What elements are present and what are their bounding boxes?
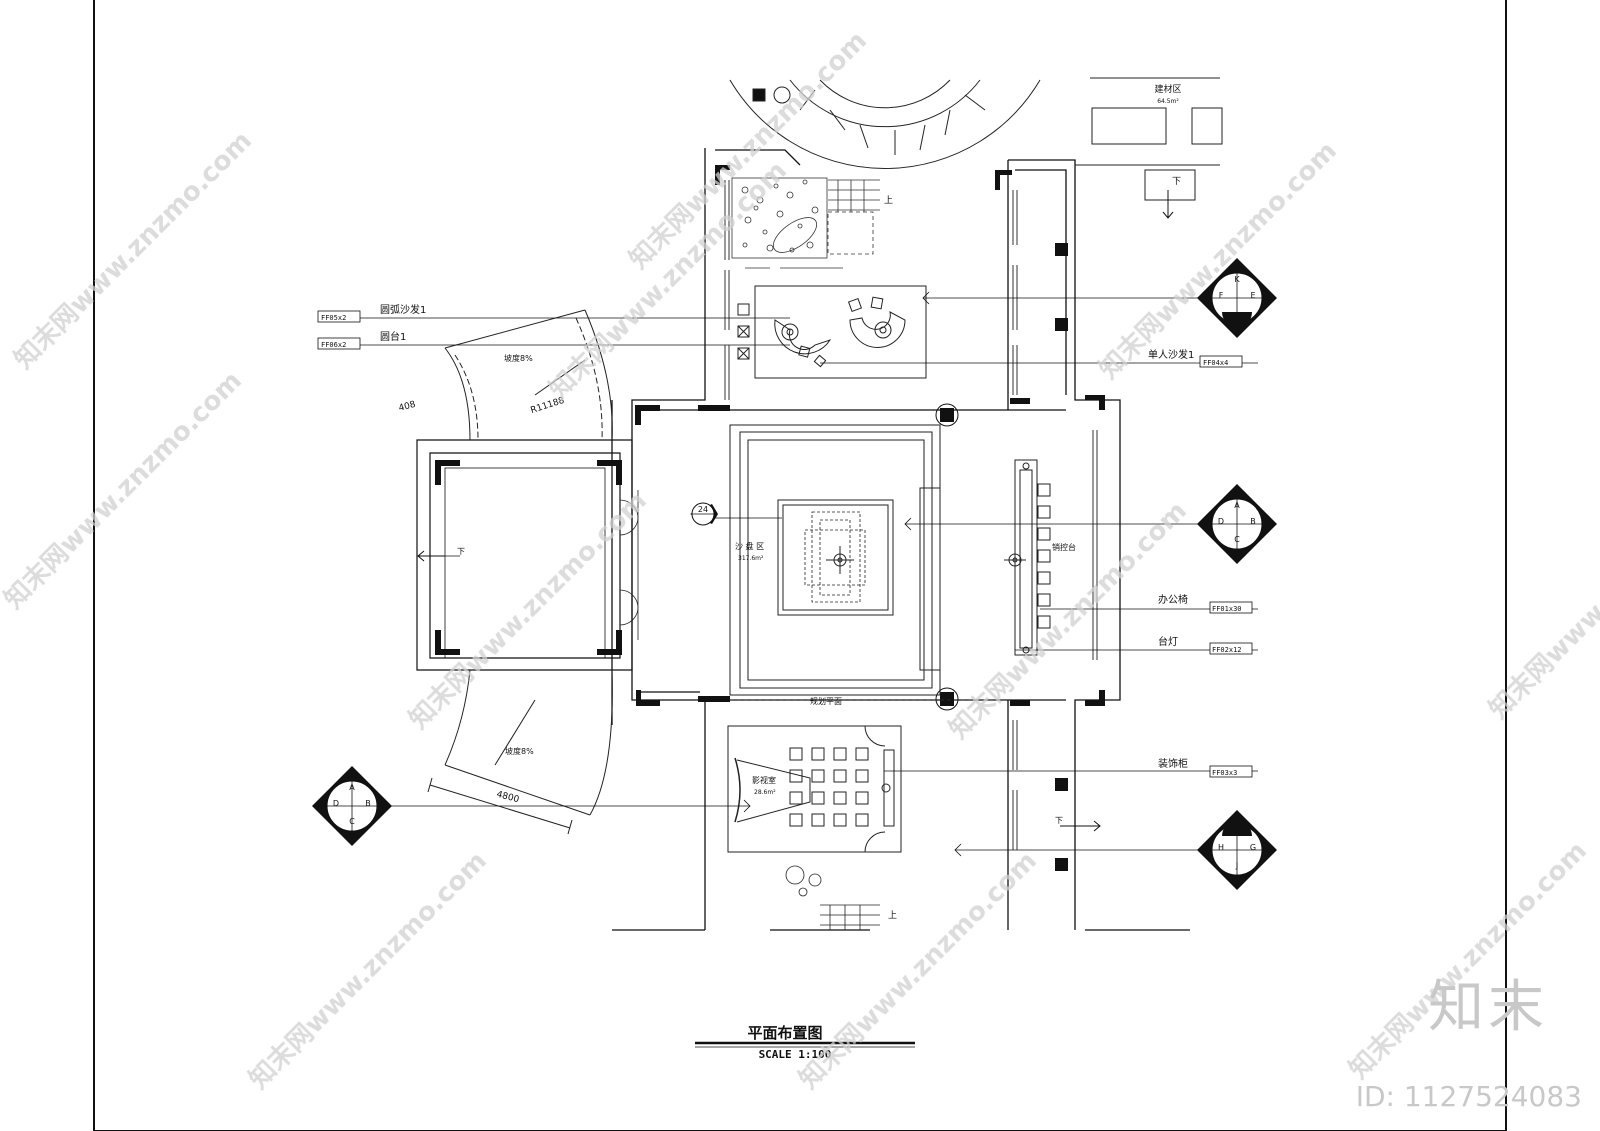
lower-stair xyxy=(785,865,880,930)
dimension-width: 4800 xyxy=(495,790,520,806)
control-desk-label: 销控台 xyxy=(1052,542,1076,552)
elevation-marker-right-top xyxy=(1197,258,1277,338)
elev-rm-a: A xyxy=(1234,501,1240,510)
sand-table-name: 沙 盘 区 xyxy=(735,541,764,551)
elev-left-a: A xyxy=(349,783,355,792)
control-desk xyxy=(1004,459,1051,656)
label-box-lamp xyxy=(1209,642,1253,655)
materials-area-size: 64.5m² xyxy=(1157,98,1179,105)
wall-columns xyxy=(635,165,1105,871)
watermark-3: 知末网www.znzmo.com xyxy=(404,486,653,735)
slope-top: 坡度8% xyxy=(504,353,533,363)
watermark-10: 知末网www.znzmo.com xyxy=(1484,476,1600,725)
watermark-1: 知末网www.znzmo.com xyxy=(9,126,258,375)
sand-table xyxy=(729,424,1005,701)
label-name-cabinet: 装饰柜 xyxy=(1158,757,1188,770)
elevation-marker-right-bottom xyxy=(1197,810,1277,890)
elev-rt-k: K xyxy=(1234,275,1240,284)
label-code-lamp: FF02x12 xyxy=(1212,646,1242,654)
watermark-9: 知末网www.znzmo.com xyxy=(1344,836,1593,1085)
label-name-round-table: 圆台1 xyxy=(380,330,406,343)
round-hall xyxy=(729,79,1041,169)
drawing-title: 平面布置图 xyxy=(747,1024,822,1042)
image-id-watermark: ID: 1127524083 xyxy=(1355,1080,1582,1113)
materials-area-name: 建材区 xyxy=(1154,83,1181,95)
leader-lines xyxy=(318,317,1258,772)
label-code-cabinet: FF03x3 xyxy=(1212,769,1237,777)
slope-bottom: 坡度8% xyxy=(505,746,534,756)
label-name-office-chair: 办公椅 xyxy=(1158,593,1188,606)
label-box-single-sofa xyxy=(1199,355,1243,368)
stair-up-top: 上 xyxy=(884,195,893,206)
cinema-room xyxy=(727,725,902,853)
column-rings xyxy=(935,403,959,711)
label-box-cabinet xyxy=(1209,765,1253,778)
label-code-single-sofa: FF04x4 xyxy=(1203,359,1228,367)
label-box-sofa-arc xyxy=(317,310,361,323)
entrance-doors xyxy=(619,490,639,640)
label-code-office-chair: FF01x30 xyxy=(1212,605,1242,613)
label-name-lamp: 台灯 xyxy=(1158,635,1178,648)
drawing-scale: SCALE 1:100 xyxy=(759,1048,832,1061)
elev-left-d: D xyxy=(333,799,339,808)
entrance xyxy=(416,439,633,671)
watermark-layer: 知末网www.znzmo.com 知末网www.znzmo.com 知末网www… xyxy=(0,26,1600,1095)
section-marker xyxy=(690,502,782,526)
watermark-5: 知末网www.znzmo.com xyxy=(944,496,1193,745)
label-box-office-chair xyxy=(1209,601,1253,614)
watermark-2: 知末网www.znzmo.com xyxy=(0,366,248,615)
elev-rt-f: F xyxy=(1219,291,1224,300)
entrance-corners xyxy=(435,460,622,655)
window-marks xyxy=(724,180,1098,850)
label-name-sofa-arc: 圆弧沙发1 xyxy=(380,303,426,316)
watermark-7: 知末网www.znzmo.com xyxy=(244,846,493,1095)
elev-rt-e: E xyxy=(1250,291,1255,300)
sand-table-size: 317.6m² xyxy=(738,555,764,562)
elev-left-b: B xyxy=(365,799,371,808)
elevation-leaders xyxy=(388,291,1215,857)
watermark-11: 知末网www.znzmo.com xyxy=(624,26,873,275)
label-code-sofa-arc: FF05x2 xyxy=(321,314,346,322)
planter xyxy=(731,177,880,269)
elevation-marker-right-mid xyxy=(1197,484,1277,564)
stair-down-right: 下 xyxy=(1055,816,1063,825)
entrance-down: 下 xyxy=(457,547,465,556)
ramps xyxy=(427,309,613,835)
elev-rm-b: B xyxy=(1250,517,1256,526)
upper-lounge xyxy=(737,285,927,379)
elev-rb-h: H xyxy=(1218,843,1224,852)
brand-watermark: 知末 xyxy=(1428,975,1548,1040)
dimension-partial: 408 xyxy=(398,400,417,414)
elevation-marker-left xyxy=(312,766,392,846)
stair-down-top: 下 xyxy=(1172,177,1181,187)
label-name-single-sofa: 单人沙发1 xyxy=(1148,348,1194,361)
cinema-size: 28.6m² xyxy=(754,789,776,796)
planning-plan-label: 规划平面 xyxy=(810,696,842,706)
cinema-name: 影视室 xyxy=(752,775,776,785)
elev-left-c: C xyxy=(349,817,355,826)
watermark-8: 知末网www.znzmo.com xyxy=(794,846,1043,1095)
down-arrow-top xyxy=(1162,190,1174,219)
stair-up-bottom: 上 xyxy=(888,910,897,921)
label-box-round-table xyxy=(317,337,361,350)
watermark-6: 知末网www.znzmo.com xyxy=(1094,136,1343,385)
elev-rb-j: J xyxy=(1235,861,1238,870)
entrance-arrow xyxy=(417,550,445,562)
down-arrow-right xyxy=(1060,820,1101,832)
drawing-frame xyxy=(93,0,1507,1131)
elev-rm-d: D xyxy=(1218,517,1224,526)
elev-rm-c: C xyxy=(1234,535,1240,544)
elev-rb-g: G xyxy=(1250,843,1256,852)
section-marker-number: 24 xyxy=(698,505,708,514)
label-code-round-table: FF06x2 xyxy=(321,341,346,349)
materials-area xyxy=(1075,77,1223,201)
